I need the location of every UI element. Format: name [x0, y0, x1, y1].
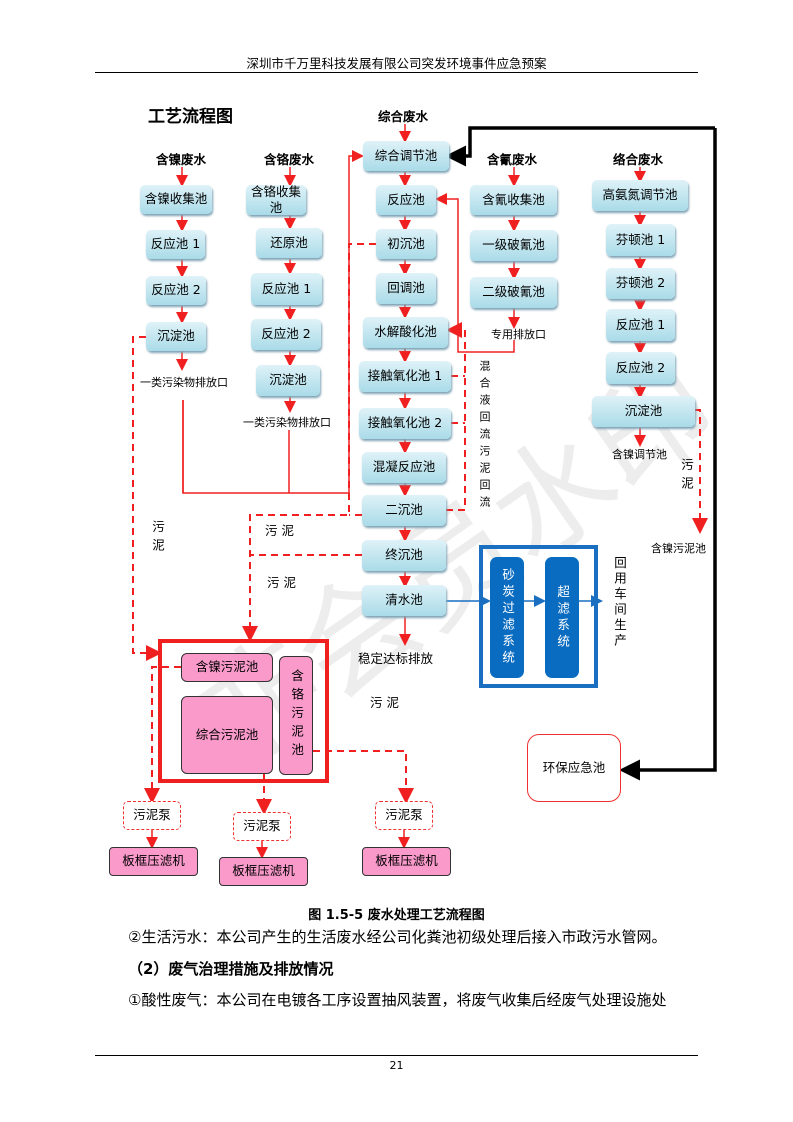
second-cyanide-breaking-tank: 二级破氰池 — [470, 277, 557, 308]
flow-title: 工艺流程图 — [148, 107, 233, 127]
hydrolysis-tank: 水解酸化池 — [363, 317, 448, 348]
chromium-collection-tank: 含铬收集池 — [246, 184, 306, 215]
reflux-label: 混合液回流污泥回流 — [478, 360, 491, 513]
contact-oxidation-tank-1: 接触氧化池 1 — [359, 361, 451, 392]
comprehensive-source: 综合废水 — [378, 109, 429, 124]
sludge-label: 污泥 — [150, 520, 165, 557]
complex-reaction-tank-1: 反应池 1 — [606, 309, 675, 341]
paragraph: ②生活污水：本公司产生的生活废水经公司化粪池初级处理后接入市政污水管网。 — [128, 928, 667, 946]
complex-reaction-tank-2: 反应池 2 — [606, 352, 675, 384]
cyanide-outlet: 专用排放口 — [491, 328, 546, 341]
filter-press: 板框压滤机 — [219, 857, 308, 886]
nickel-sludge-tank: 含镍污泥池 — [181, 653, 273, 682]
chromium-outlet: 一类污染物排放口 — [243, 416, 331, 429]
chromium-source: 含铬废水 — [264, 152, 315, 167]
sludge-label: 污 泥 — [370, 695, 399, 710]
fenton-tank-1: 芬顿池 1 — [606, 224, 675, 256]
sludge-pump: 污泥泵 — [233, 812, 291, 841]
complex-sludge-label: 污泥 — [679, 458, 694, 495]
paragraph: ①酸性废气：本公司在电镀各工序设置抽风装置，将废气收集后经废气处理设施处 — [128, 991, 667, 1009]
filter-press: 板框压滤机 — [109, 847, 198, 876]
coagulation-tank: 混凝反应池 — [362, 452, 446, 483]
secondary-settling-tank: 二沉池 — [362, 495, 446, 526]
header-rule — [95, 72, 698, 73]
emergency-pool: 环保应急池 — [527, 734, 621, 802]
final-settling-tank: 终沉池 — [362, 540, 446, 571]
chromium-sludge-tank: 含铬污泥池 — [279, 656, 313, 775]
sludge-pump: 污泥泵 — [123, 801, 181, 830]
to-nickel-sludge: 含镍污泥池 — [651, 542, 706, 555]
chromium-reaction-tank-1: 反应池 1 — [251, 273, 322, 305]
primary-settling-tank: 初沉池 — [376, 229, 436, 259]
nickel-source: 含镍废水 — [156, 152, 207, 167]
chromium-reaction-tank-2: 反应池 2 — [251, 319, 321, 350]
clear-water-tank: 清水池 — [362, 585, 446, 616]
nickel-reaction-tank-2: 反应池 2 — [146, 276, 206, 305]
footer-rule — [95, 1055, 698, 1056]
page-header: 深圳市千万里科技发展有限公司突发环境事件应急预案 — [246, 56, 547, 71]
complex-settling-tank: 沉淀池 — [592, 396, 695, 427]
page-number: 21 — [389, 1059, 404, 1072]
first-cyanide-breaking-tank: 一级破氰池 — [470, 230, 557, 261]
to-nickel-tank: 含镍调节池 — [612, 448, 667, 461]
section-heading: （2）废气治理措施及排放情况 — [128, 960, 334, 978]
filter-press: 板框压滤机 — [362, 847, 451, 876]
reaction-tank: 反应池 — [376, 185, 436, 215]
reuse-target: 回用车间生产 — [612, 556, 627, 649]
sludge-label: 污 泥 — [267, 575, 296, 590]
ph-adjust-tank: 回调池 — [376, 273, 436, 304]
complex-source: 络合废水 — [613, 152, 664, 167]
fenton-tank-2: 芬顿池 2 — [606, 268, 675, 299]
discharge-label: 稳定达标排放 — [358, 651, 434, 666]
figure-caption: 图 1.5-5 废水处理工艺流程图 — [308, 908, 485, 923]
sludge-pump: 污泥泵 — [375, 801, 433, 830]
ultrafiltration-system: 超滤系统 — [545, 557, 579, 678]
nickel-settling-tank: 沉淀池 — [146, 322, 206, 351]
comprehensive-sludge-tank: 综合污泥池 — [181, 696, 273, 774]
cyanide-source: 含氰废水 — [487, 152, 538, 167]
cyanide-collection-tank: 含氰收集池 — [470, 185, 557, 215]
nickel-outlet: 一类污染物排放口 — [140, 376, 228, 389]
contact-oxidation-tank-2: 接触氧化池 2 — [359, 408, 451, 439]
sludge-label: 污 泥 — [265, 523, 294, 538]
ammonia-equalization-tank: 高氨氮调节池 — [592, 180, 688, 211]
nickel-collection-tank: 含镍收集池 — [140, 185, 212, 214]
equalization-tank: 综合调节池 — [363, 141, 449, 171]
sand-carbon-filter: 砂炭过滤系统 — [490, 557, 524, 678]
chromium-settling-tank: 沉淀池 — [256, 365, 320, 396]
reduction-tank: 还原池 — [256, 228, 322, 258]
nickel-reaction-tank-1: 反应池 1 — [146, 230, 205, 259]
